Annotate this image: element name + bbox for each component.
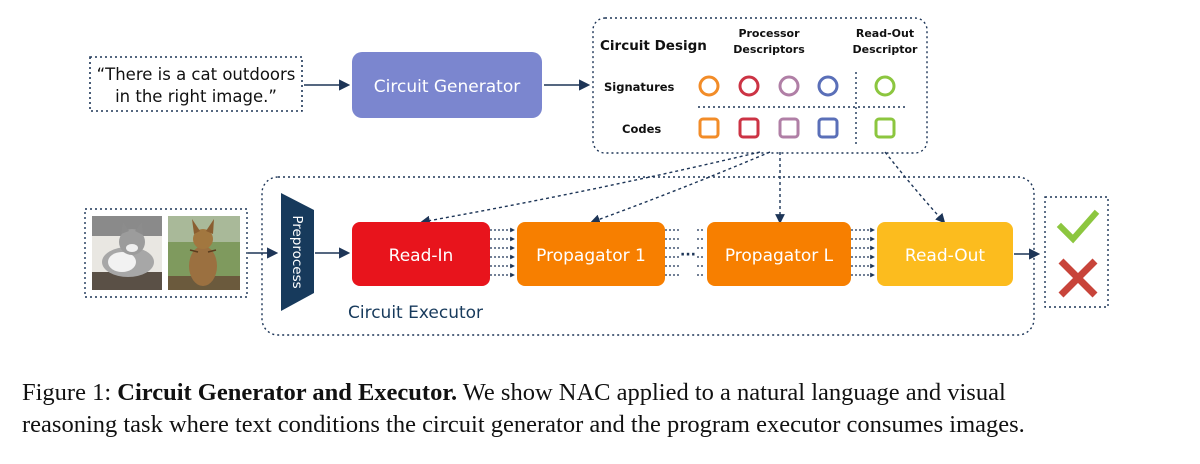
propagator-l-module: Propagator L [707,222,851,286]
circuit-design-title: Circuit Design [600,38,707,54]
prompt-line-1: “There is a cat outdoors [97,65,296,84]
circuit-design: Circuit Design Processor Descriptors Rea… [592,17,928,154]
descriptor-arrows [420,151,946,226]
circuit-generator-label: Circuit Generator [374,77,520,97]
module-connectors [490,227,875,278]
read-out-module: Read-Out [877,222,1013,286]
processor-descriptors-header-2: Descriptors [733,43,805,56]
caption-line-2: reasoning task where text conditions the… [22,411,1025,438]
caption-line-1-rest: We show NAC applied to a natural languag… [457,379,1006,406]
circuit-executor-box [261,176,1035,336]
nac-diagram: “There is a cat outdoors in the right im… [84,17,1109,336]
caption-prefix: Figure 1: [22,379,118,406]
prompt-line-2: in the right image.” [115,87,277,106]
cat-photo-left [92,216,162,290]
output-result [1044,196,1109,308]
readout-descriptor-header-1: Read-Out [856,27,914,40]
read-in-label: Read-In [389,246,454,266]
code-square-green [874,117,896,139]
propagator-1-label: Propagator 1 [536,246,646,266]
propagator-l-label: Propagator L [725,246,834,266]
signature-circle-green [874,75,896,97]
read-in-module: Read-In [352,222,490,286]
checkmark-icon [1056,209,1100,244]
signature-circle-red [738,75,760,97]
read-out-label: Read-Out [905,246,985,266]
circuit-executor-label: Circuit Executor [348,303,483,323]
preprocess-block: Preprocess [281,193,314,311]
code-square-orange [698,117,720,139]
preprocess-label: Preprocess [289,215,305,288]
signature-circle-blue [817,75,839,97]
codes-row-label: Codes [622,122,661,136]
code-square-mauve [778,117,800,139]
propagator-1-module: Propagator 1 [517,222,665,286]
circuit-generator: Circuit Generator [352,52,542,118]
code-square-blue [817,117,839,139]
propagator-ellipsis: ··· [680,247,696,263]
signature-circle-orange [698,75,720,97]
code-square-red [738,117,760,139]
cat-photo-right [168,216,240,290]
signatures-row-label: Signatures [604,80,675,94]
processor-descriptors-header-1: Processor [738,27,800,40]
input-images [84,208,248,298]
signature-circle-mauve [778,75,800,97]
caption-bold-title: Circuit Generator and Executor. [117,379,458,406]
text-prompt: “There is a cat outdoors in the right im… [89,56,303,112]
caption-line-1: Figure 1: Circuit Generator and Executor… [22,377,1182,409]
figure-caption: Figure 1: Circuit Generator and Executor… [22,377,1182,441]
readout-descriptor-header-2: Descriptor [853,43,919,56]
cross-icon [1058,258,1098,298]
